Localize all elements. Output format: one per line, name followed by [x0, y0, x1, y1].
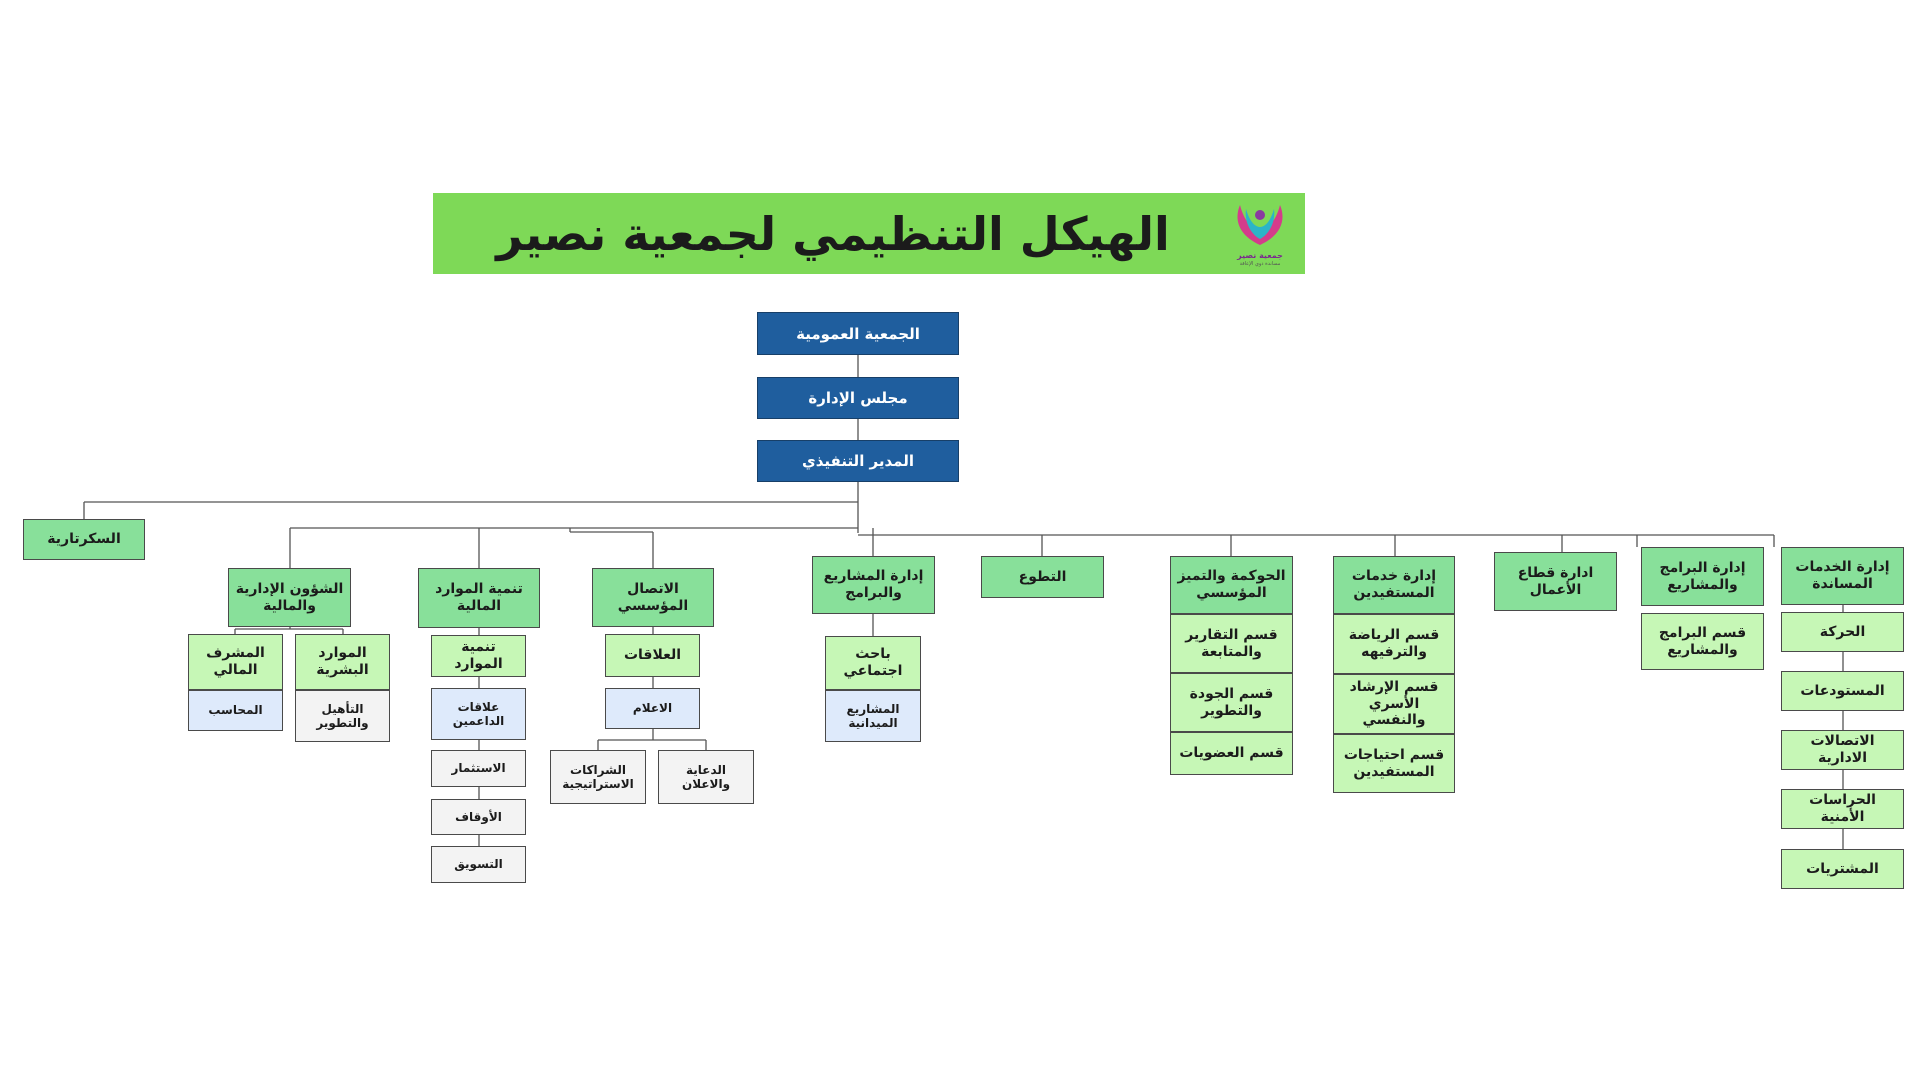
beneficiary-services-box: إدارة خدمات المستفيدين	[1333, 556, 1455, 614]
general-assembly-box: الجمعية العمومية	[757, 312, 959, 355]
sports-section-box: قسم الرياضة والترفيهه	[1333, 614, 1455, 674]
security-box: الحراسات الأمنية	[1781, 789, 1904, 829]
resource-dev-sub-box: تنمية الموارد	[431, 635, 526, 677]
endowments-box: الأوقاف	[431, 799, 526, 835]
transport-box: الحركة	[1781, 612, 1904, 652]
admin-finance-box: الشؤون الإدارية والمالية	[228, 568, 351, 627]
marketing-box: التسويق	[431, 846, 526, 883]
board-box: مجلس الإدارة	[757, 377, 959, 419]
memberships-section-box: قسم العضويات	[1170, 732, 1293, 775]
quality-section-box: قسم الجودة والتطوير	[1170, 673, 1293, 732]
communication-box: الاتصال المؤسسي	[592, 568, 714, 627]
relations-box: العلاقات	[605, 634, 700, 677]
logo-name: جمعية نصير	[1237, 251, 1283, 260]
social-researcher-box: باحث اجتماعي	[825, 636, 921, 690]
executive-director-box: المدير التنفيذي	[757, 440, 959, 482]
advertising-box: الدعاية والاعلان	[658, 750, 754, 804]
programs-projects-box: إدارة البرامج والمشاريع	[1641, 547, 1764, 606]
accountant-box: المحاسب	[188, 690, 283, 731]
field-projects-box: المشاريع الميدانية	[825, 690, 921, 742]
title-banner: الهيكل التنظيمي لجمعية نصير جمعية نصير م…	[433, 193, 1305, 274]
media-box: الاعلام	[605, 688, 700, 729]
purchasing-box: المشتريات	[1781, 849, 1904, 889]
training-box: التأهيل والتطوير	[295, 690, 390, 742]
governance-box: الحوكمة والتميز المؤسسي	[1170, 556, 1293, 614]
naseer-logo-icon: جمعية نصير مساندة ذوي الإعاقة	[1228, 199, 1292, 269]
admin-communications-box: الاتصالات الادارية	[1781, 730, 1904, 770]
volunteering-box: التطوع	[981, 556, 1104, 598]
programs-section-box: قسم البرامج والمشاريع	[1641, 613, 1764, 670]
page-title: الهيكل التنظيمي لجمعية نصير	[496, 206, 1170, 261]
projects-programs-box: إدارة المشاريع والبرامج	[812, 556, 935, 614]
logo-tagline: مساندة ذوي الإعاقة	[1239, 261, 1281, 267]
secretariat-box: السكرتارية	[23, 519, 145, 560]
hr-box: الموارد البشرية	[295, 634, 390, 690]
partnerships-box: الشراكات الاستراتيجية	[550, 750, 646, 804]
support-services-box: إدارة الخدمات المساندة	[1781, 547, 1904, 605]
resource-dev-box: تنمية الموارد المالية	[418, 568, 540, 628]
reports-section-box: قسم التقارير والمتابعة	[1170, 614, 1293, 673]
business-sector-box: ادارة قطاع الأعمال	[1494, 552, 1617, 611]
warehouses-box: المستودعات	[1781, 671, 1904, 711]
needs-section-box: قسم احتياجات المستفيدين	[1333, 734, 1455, 793]
investment-box: الاستثمار	[431, 750, 526, 787]
counseling-section-box: قسم الإرشاد الأسري والنفسي	[1333, 674, 1455, 734]
donor-relations-box: علاقات الداعمين	[431, 688, 526, 740]
finance-supervisor-box: المشرف المالي	[188, 634, 283, 690]
